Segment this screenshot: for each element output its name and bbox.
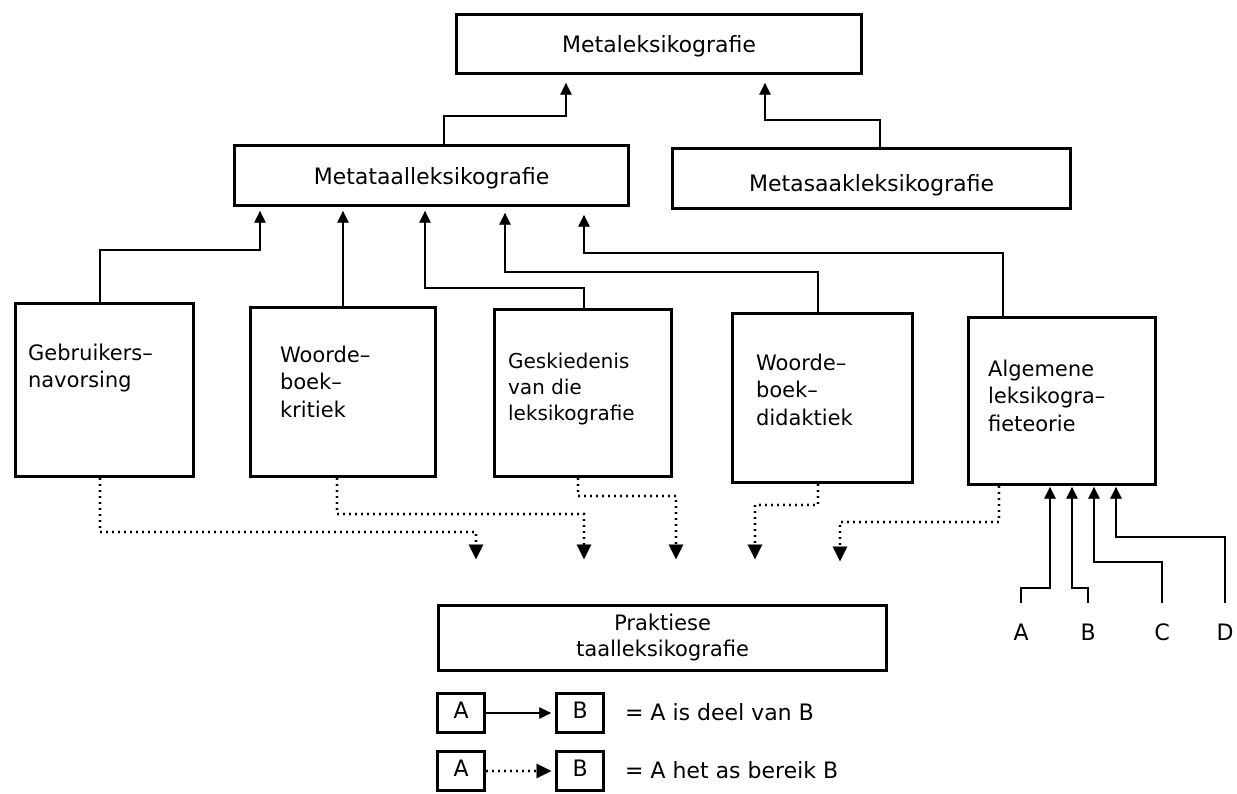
legend-2-to-box (555, 750, 605, 792)
link-metasaak-to-metaleksikografie (759, 82, 881, 147)
legend-2-from-label: A (453, 757, 469, 782)
praktiese-taalleksikografie-label: Praktiese taalleksikografie (576, 611, 749, 662)
link-geskiedenis-to-metataal (419, 210, 585, 308)
algemene-leksikografieteorie-box (967, 316, 1157, 486)
link-input-a (1020, 486, 1056, 603)
input-label-c: C (1154, 621, 1170, 646)
geskiedenis-label: Geskiedenis van die leksikografie (508, 349, 635, 425)
link-input-c (1088, 486, 1163, 603)
woordeboekkritiek-box (249, 306, 437, 478)
woordeboekdidaktiek-box (731, 312, 914, 484)
input-label-b: B (1080, 621, 1096, 646)
woordeboekkritiek-label: Woorde– boek– kritiek (280, 343, 371, 422)
metaleksikografie-label: Metaleksikografie (562, 33, 756, 58)
legend-1-from-label: A (453, 699, 469, 724)
gebruikersnavorsing-box (14, 302, 195, 478)
metataalleksikografie-label: Metataalleksikografie (313, 165, 550, 190)
woordeboekdidaktiek-label: Woorde– boek– didaktiek (756, 351, 853, 430)
legend-2-text: = A het as bereik B (625, 759, 839, 784)
metasaakleksikografie-box (671, 147, 1072, 210)
link-didaktiek-to-metataal (499, 212, 819, 312)
legend-1-text: = A is deel van B (625, 701, 814, 726)
link-gebruikers-to-metataal (99, 210, 266, 302)
praktiese-taalleksikografie-box (437, 604, 888, 672)
gebruikersnavorsing-label: Gebruikers– navorsing (28, 341, 153, 393)
legend-2-to-label: B (572, 757, 588, 782)
scope-didaktiek-to-praktiese (747, 484, 820, 560)
scope-kritiek-to-praktiese (335, 478, 592, 560)
scope-teorie-to-praktiese (832, 486, 1001, 562)
metataalleksikografie-box (233, 144, 630, 207)
link-metataal-to-metaleksikografie (443, 82, 572, 144)
scope-gebruikers-to-praktiese (98, 478, 484, 560)
input-label-d: D (1216, 621, 1234, 646)
legend-1-from-box (436, 692, 486, 734)
input-label-a: A (1013, 621, 1029, 646)
legend-2-from-box (436, 750, 486, 792)
metasaakleksikografie-label: Metasaakleksikografie (748, 172, 995, 197)
algemene-leksikografieteorie-label: Algemene leksikogra– fieteorie (988, 357, 1106, 436)
scope-geskiedenis-to-praktiese (576, 478, 684, 560)
link-teorie-to-metataal (578, 214, 1004, 316)
legend-1-to-box (555, 692, 605, 734)
legend-1-to-label: B (572, 699, 588, 724)
link-input-d (1110, 486, 1226, 603)
link-input-b (1066, 486, 1089, 603)
metaleksikografie-box (455, 13, 863, 75)
geskiedenis-box (493, 308, 673, 478)
